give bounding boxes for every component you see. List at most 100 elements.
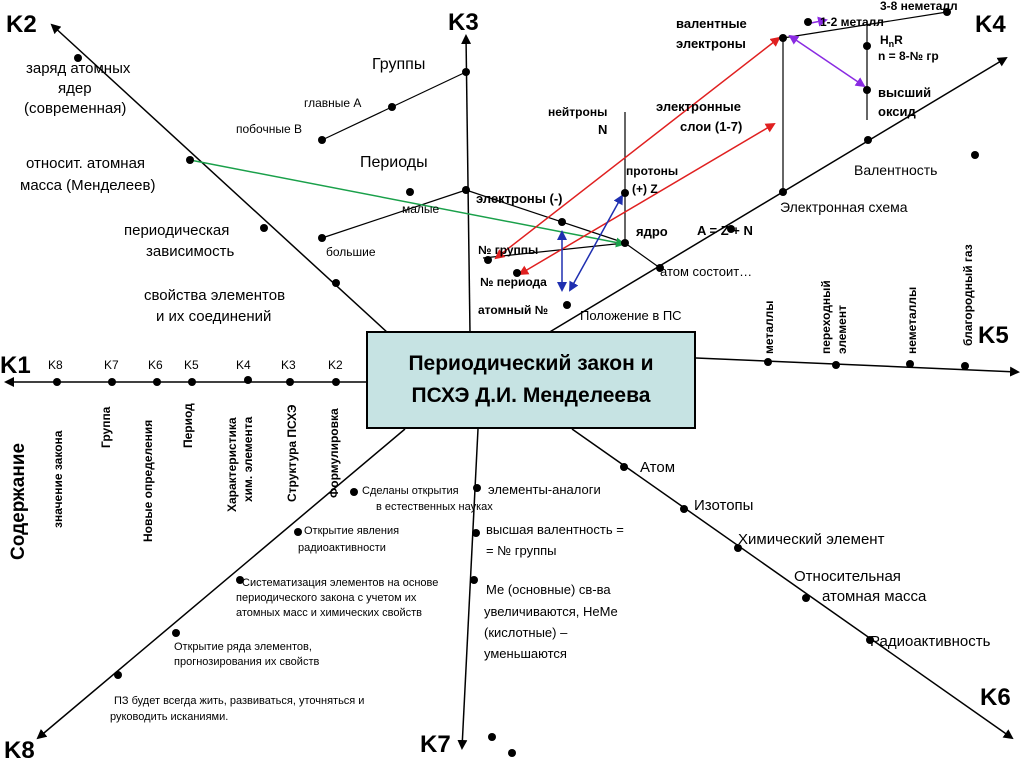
k2-item-charge: заряд атомных [26,60,131,77]
svg-text:атомная масса: атомная масса [822,588,927,605]
k5-item: неметаллы [905,287,919,354]
k5-item: переходный [819,280,833,354]
k1-item: хим. элемента [241,416,255,502]
k4-hnr-formula: n = 8-№ гр [878,49,939,63]
k7-item: Ме (основные) св-ва [486,582,611,597]
k3-periods-large: большие [326,245,376,259]
svg-text:увеличиваются, НеМе: увеличиваются, НеМе [484,604,618,619]
k6-item: Радиоактивность [870,633,991,650]
axis-label-k1: K1 [0,352,31,379]
k4-neutrons: нейтроны [548,105,607,119]
svg-text:в естественных науках: в естественных науках [376,501,493,513]
axis-label-k7: K7 [420,731,451,758]
k1-item: Группа [99,406,113,448]
svg-text:(+) Z: (+) Z [632,182,658,196]
k1-side-label: Содержание [8,443,29,560]
k1-items: значение закона Группа Новые определения… [51,403,341,542]
k6-items: Атом Изотопы Химический элемент Относите… [640,459,991,650]
k1-item: Формулировка [327,408,341,498]
svg-text:ядер: ядер [58,80,92,97]
k3-groups-side: побочные В [236,122,302,136]
k1-tick: K6 [148,358,163,372]
svg-text:оксид: оксид [878,104,916,119]
svg-text:радиоактивности: радиоактивности [298,542,386,554]
k4-items: валентные электроны 3-8 неметалл 1-2 мет… [476,0,958,323]
k4-electron-layers: электронные [656,99,741,114]
k3-items: Группы главные А побочные В Периоды малы… [236,56,440,259]
axis-label-k3: K3 [448,9,479,36]
k4-position: Положение в ПС [580,308,682,323]
svg-text:масса (Менделеев): масса (Менделеев) [20,177,155,194]
axis-label-k2: K2 [6,11,37,38]
axes [4,23,1020,750]
branches [321,11,948,269]
k7-item: высшая валентность = [486,522,624,537]
axis-k6 [571,428,1014,740]
axis-label-k4: K4 [975,11,1006,38]
k8-item: Сделаны открытия [362,485,459,497]
k1-item: Характеристика [225,417,239,512]
axis-k3 [461,34,472,334]
axis-label-k8: K8 [4,737,35,764]
svg-text:прогнозирования их свойств: прогнозирования их свойств [174,656,319,668]
k1-tick: K4 [236,358,251,372]
k4-formula: A = Z + N [697,223,753,238]
k5-item: элемент [835,305,849,354]
k3-groups: Группы [372,56,425,73]
axis-k5 [695,357,1020,377]
colored-arrows [189,16,866,292]
purple-arrow-1 [788,34,866,88]
axis-k8 [36,428,406,740]
k8-item: Открытие ряда элементов, [174,641,312,653]
k7-items: элементы-аналоги высшая валентность = = … [484,482,624,661]
k6-item: Атом [640,459,675,476]
svg-text:(кислотные) –: (кислотные) – [484,625,568,640]
k1-tick: K8 [48,358,63,372]
k7-item: элементы-аналоги [488,482,601,497]
k4-electron-scheme: Электронная схема [780,199,908,215]
k1-item: Структура ПСХЭ [285,404,299,502]
k8-item: Открытие явления [304,525,399,537]
k1-tick: K5 [184,358,199,372]
k5-item: металлы [762,301,776,354]
k1-tick: K2 [328,358,343,372]
center-title-box: Периодический закон и ПСХЭ Д.И. Менделее… [366,331,696,429]
k3-groups-main: главные А [304,96,361,110]
k1-tick: K3 [281,358,296,372]
k8-items: Сделаны открытия в естественных науках О… [110,485,493,723]
k2-item-mass: относит. атомная [26,155,145,172]
k1-item: значение закона [51,430,65,528]
k1-tick: K7 [104,358,119,372]
k3-periods-small: малые [402,202,440,216]
svg-text:= № группы: = № группы [486,543,557,558]
svg-text:электроны: электроны [676,36,746,51]
k1-ticks: K8 K7 K6 K5 K4 K3 K2 [48,358,343,372]
k4-protons: протоны [626,164,678,178]
k4-metal: 1-2 металл [820,15,884,29]
k2-items: заряд атомных ядер (современная) относит… [20,60,285,325]
svg-text:N: N [598,122,607,137]
k4-hnr: HnR [880,33,903,49]
k6-item: Изотопы [694,497,753,514]
k5-items: металлы переходный элемент неметаллы бла… [762,244,975,354]
k6-item: Относительная [794,568,901,585]
k4-atomic-no: атомный № [478,303,548,317]
k4-atom-consists: атом состоит… [660,264,752,279]
k2-item-periodic: периодическая [124,222,229,239]
svg-text:руководить исканиями.: руководить исканиями. [110,711,228,723]
svg-text:атомных масс и химических свой: атомных масс и химических свойств [236,607,422,619]
axis-label-k5: K5 [978,322,1009,349]
k4-nucleus: ядро [636,224,668,239]
axis-k2 [50,23,389,334]
axis-k7 [457,428,479,750]
k1-item: Период [181,403,195,448]
blue-arrow-2 [569,194,623,292]
k4-valence-electrons: валентные [676,16,747,31]
k4-electrons: электроны (-) [476,191,562,206]
k8-item: Систематизация элементов на основе [242,577,438,589]
k4-group-no: № группы [478,243,538,257]
k3-periods: Периоды [360,154,428,171]
k4-higher-oxide: высший [878,85,931,100]
k5-item: благородный газ [961,244,975,346]
